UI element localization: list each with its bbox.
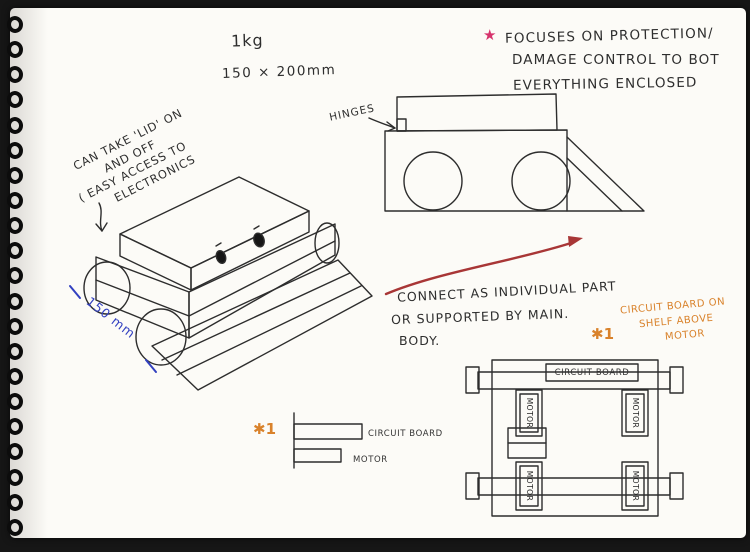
sideview-lid [396, 93, 558, 132]
sideview-wheel-right [511, 151, 571, 211]
bot-wheel-left-rear [83, 261, 131, 315]
chassis-circuit-board-box [545, 363, 639, 382]
lid-arrow-shaft [98, 202, 103, 232]
motor-bottom-right-outer [621, 461, 649, 511]
motor-top-left-outer [515, 389, 543, 437]
bot-body-line-side [188, 240, 336, 317]
spiral-ring [6, 341, 24, 361]
chassis-top-view-figure [465, 359, 684, 517]
spiral-ring [6, 442, 24, 462]
spiral-ring [6, 241, 24, 261]
chassis-wheel-top-right [669, 366, 684, 394]
spiral-ring [6, 266, 24, 286]
bot-lid-side [190, 210, 310, 291]
bot-wheel-left-front [135, 308, 187, 366]
spiral-ring [6, 140, 24, 160]
bot-flap-fold1 [161, 272, 351, 361]
chassis-wheel-top-left [465, 366, 480, 394]
motor-bottom-left-outer [515, 461, 543, 511]
hinges-arrow-head [386, 121, 396, 132]
shelf-note-marker: ✱1 [591, 325, 615, 343]
side-view-bot-figure [384, 93, 645, 212]
spiral-ring [6, 291, 24, 311]
main-bot-figure [83, 176, 373, 391]
red-arrow-shaft [384, 241, 573, 296]
spiral-ring [6, 191, 24, 210]
bot-eye-left [215, 249, 227, 265]
chassis-wheel-bottom-left [465, 472, 480, 500]
focus-note-line2: DAMAGE CONTROL TO BOT [512, 52, 720, 68]
shelf-detail-figure [293, 412, 363, 469]
spiral-ring [6, 15, 24, 34]
motor-top-right-outer [621, 389, 649, 437]
motor-top-right-inner [625, 393, 645, 433]
motor-label-top-left: MOTOR [525, 397, 534, 429]
spiral-ring [6, 216, 24, 236]
chassis-body [491, 359, 659, 517]
page-edge-shade [10, 8, 48, 538]
spiral-ring [6, 492, 24, 512]
spiral-ring [6, 90, 24, 110]
shelf-detail-motor-label: MOTOR [353, 455, 388, 465]
sideview-wedge-line [566, 157, 623, 212]
spiral-ring [6, 65, 24, 85]
measure-tick-end [145, 359, 157, 373]
shelf-detail-circuit-board-label: CIRCUIT BOARD [368, 429, 443, 439]
bot-eye-right [253, 232, 265, 248]
shelf-detail-marker: ✱1 [253, 420, 277, 438]
focus-star-icon: ★ [483, 26, 497, 44]
spiral-ring [6, 165, 24, 185]
spiral-binding [6, 15, 33, 537]
weight-label: 1kg [230, 30, 264, 51]
motor-top-left-inner [519, 393, 539, 433]
chassis-circuit-board-label: CIRCUIT BOARD [554, 368, 630, 378]
bot-lid-front [119, 233, 192, 291]
focus-note-line3: EVERYTHING ENCLOSED [512, 74, 698, 94]
sideview-wheel-left [403, 151, 463, 211]
measure-tick-start [69, 285, 81, 299]
hinges-arrow [368, 117, 396, 132]
spiral-ring [6, 40, 24, 60]
bot-body-side [188, 223, 336, 339]
spiral-ring [6, 115, 24, 135]
spiral-ring [6, 517, 24, 537]
hinges-arrow-shaft [368, 117, 396, 129]
sketchbook-page [10, 8, 746, 538]
red-arrow [384, 236, 583, 296]
focus-note-line1: FOCUSES ON PROTECTION/ [504, 25, 714, 47]
spiral-ring [6, 367, 24, 386]
chassis-rail-bottom [477, 477, 671, 496]
sideview-body [384, 129, 568, 212]
blue-measurement-ticks [69, 285, 157, 373]
connect-note-line3: BODY. [399, 333, 441, 348]
bot-eye-left-brow [215, 242, 222, 247]
motor-label-bottom-right: MOTOR [631, 470, 640, 502]
lid-arrow-head [95, 222, 108, 232]
bot-wheel-right [314, 222, 340, 264]
motor-bottom-right-inner [625, 465, 645, 507]
focus-note: FOCUSES ON PROTECTION/ DAMAGE CONTROL TO… [505, 24, 720, 96]
sideview-hinge-block [396, 118, 407, 132]
bot-flap [151, 259, 373, 391]
spiral-ring [6, 316, 24, 336]
shelf-circuit-board [293, 423, 363, 440]
bot-lid-top [119, 176, 310, 269]
sideview-wedge [566, 136, 645, 212]
lid-note-arrow [95, 202, 108, 232]
bot-eye-right-brow [253, 225, 260, 230]
spiral-ring [6, 417, 24, 437]
bot-flap-fold2 [176, 285, 362, 376]
shelf-motor [293, 448, 342, 463]
motor-label-bottom-left: MOTOR [525, 470, 534, 502]
chassis-wheel-bottom-right [669, 472, 684, 500]
bot-body-line-front [95, 279, 190, 317]
red-arrow-head [568, 236, 583, 247]
motor-label-top-right: MOTOR [631, 397, 640, 429]
motor-bottom-left-inner [519, 465, 539, 507]
spiral-ring [6, 392, 24, 412]
spiral-ring [6, 467, 24, 487]
